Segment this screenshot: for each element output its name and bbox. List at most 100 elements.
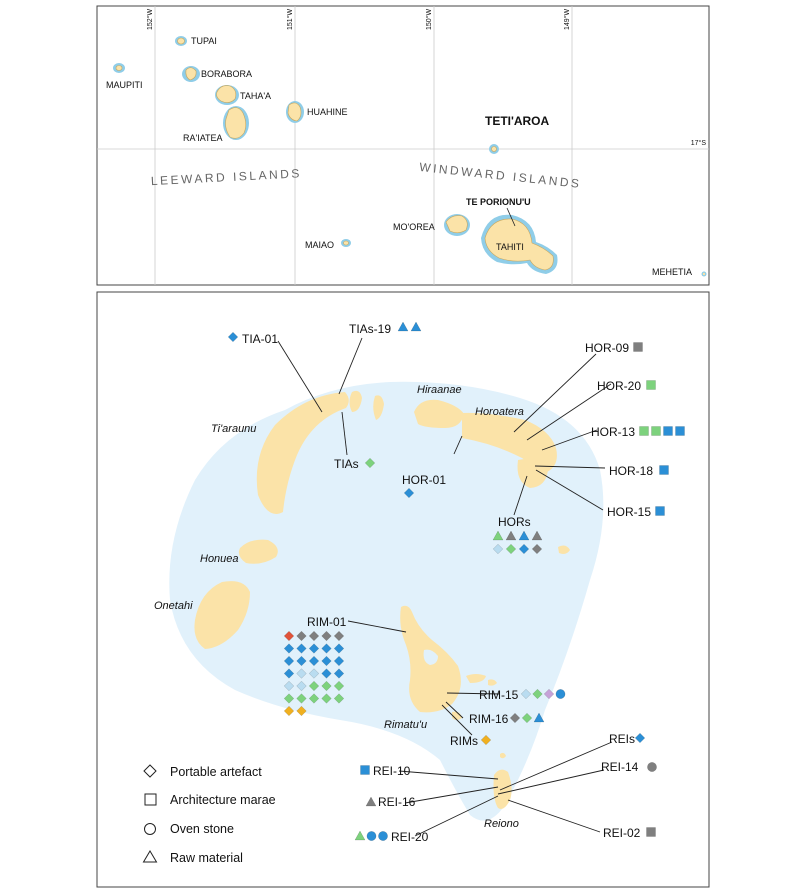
site-symbols-hor18 <box>659 465 669 475</box>
blue-diamond-icon <box>321 643 332 654</box>
leader-te-porionuu <box>506 207 516 227</box>
green-triangle-icon <box>354 830 366 841</box>
grey-square-icon <box>646 827 656 837</box>
label-raiatea: RA'IATEA <box>183 133 223 143</box>
site-symbols-rei16 <box>365 796 377 807</box>
site-label-hor-01: HOR-01 <box>402 473 446 487</box>
blue-diamond-icon <box>333 668 345 679</box>
light-blue-diamond-icon <box>296 680 307 692</box>
site-symbols-hor01 <box>403 487 415 499</box>
island-maiao <box>341 239 351 247</box>
green-diamond-icon <box>333 680 345 692</box>
green-diamond-icon <box>283 693 295 704</box>
purple-diamond-icon <box>543 688 555 700</box>
island-huahine <box>286 101 304 123</box>
label-mehetia: MEHETIA <box>652 267 692 277</box>
green-triangle-icon <box>492 530 504 541</box>
legend-diamond-icon <box>143 764 157 778</box>
lon-tick-149w: 149°W <box>563 9 571 30</box>
blue-diamond-icon <box>403 487 415 499</box>
blue-circle-icon <box>555 689 566 699</box>
green-diamond-icon <box>321 693 332 704</box>
green-diamond-icon <box>308 693 320 704</box>
grey-diamond-icon <box>509 712 521 724</box>
site-label-rim-16: RIM-16 <box>469 712 509 726</box>
motu-tiaraunu-islet-2 <box>373 395 384 420</box>
site-symbols <box>227 321 685 841</box>
green-diamond-icon <box>321 680 332 692</box>
blue-square-icon <box>655 506 665 516</box>
light-blue-diamond-icon <box>296 668 307 679</box>
motu-small-east <box>558 545 570 554</box>
site-symbols-tias <box>364 457 376 469</box>
site-symbols-rim01 <box>283 630 345 717</box>
place-reiono: Reiono <box>484 818 519 830</box>
label-maupiti: MAUPITI <box>106 80 143 90</box>
site-label-rims: RIMs <box>450 734 478 748</box>
motu-rim-islet-2 <box>488 679 497 686</box>
site-symbols-rei10 <box>360 765 370 775</box>
blue-triangle-icon <box>397 321 409 332</box>
legend-item-architecture-marae: Architecture marae <box>144 793 276 807</box>
site-labels: TIA-01 TIAs-19 TIAs HOR-01 HOR-09 HOR-20… <box>242 322 653 844</box>
lon-tick-150w: 150°W <box>425 9 433 30</box>
light-blue-diamond-icon <box>520 688 532 700</box>
blue-square-icon <box>360 765 370 775</box>
atoll-map: Ti'araunu Hiraanae Horoatera Honuea Onet… <box>96 291 710 888</box>
site-label-rei-14: REI-14 <box>601 760 639 774</box>
blue-square-icon <box>659 465 669 475</box>
orange-diamond-icon <box>296 705 307 717</box>
site-symbols-rims <box>480 734 492 746</box>
site-label-hor-13: HOR-13 <box>591 425 635 439</box>
overview-frame <box>96 5 710 286</box>
site-label-rei-20: REI-20 <box>391 830 429 844</box>
orange-diamond-icon <box>480 734 492 746</box>
blue-circle-icon <box>378 831 388 841</box>
grey-triangle-icon <box>365 796 377 807</box>
legend-item-oven-stone: Oven stone <box>144 822 234 836</box>
grey-diamond-icon <box>296 630 307 642</box>
green-diamond-icon <box>296 693 307 704</box>
green-diamond-icon <box>333 693 345 704</box>
grey-circle-icon <box>647 762 657 772</box>
grey-triangle-icon <box>505 530 517 541</box>
site-label-rei-10: REI-10 <box>373 764 411 778</box>
island-tupai <box>175 36 187 46</box>
site-symbols-rim16 <box>509 712 545 724</box>
blue-triangle-icon <box>410 321 422 332</box>
label-moorea: MO'OREA <box>393 222 435 232</box>
site-symbols-hor13 <box>639 426 685 436</box>
site-label-rim-01: RIM-01 <box>307 615 347 629</box>
site-symbols-hor20 <box>646 380 656 390</box>
grey-triangle-icon <box>531 530 543 541</box>
site-label-hor-15: HOR-15 <box>607 505 651 519</box>
legend-square-icon <box>144 793 157 806</box>
blue-diamond-icon <box>634 732 646 744</box>
legend-label-portable-artefact: Portable artefact <box>170 765 262 779</box>
place-horoatera: Horoatera <box>475 406 524 418</box>
blue-square-icon <box>675 426 685 436</box>
motu-tiaraunu-islet-1 <box>349 390 362 412</box>
label-tupai: TUPAI <box>191 36 217 46</box>
site-label-reis: REIs <box>609 732 635 746</box>
label-tetiaroa: TETI'AROA <box>485 114 550 128</box>
grey-diamond-icon <box>308 630 320 642</box>
green-square-icon <box>639 426 649 436</box>
site-label-tias: TIAs <box>334 457 359 471</box>
site-symbols-hor15 <box>655 506 665 516</box>
blue-diamond-icon <box>518 543 530 555</box>
site-symbols-hors <box>492 530 543 555</box>
light-blue-diamond-icon <box>492 543 504 555</box>
island-tahaa <box>215 85 239 105</box>
site-symbols-rim15 <box>520 688 566 700</box>
motu-honuea <box>238 539 278 564</box>
blue-diamond-icon <box>321 655 332 667</box>
lon-tick-151w: 151°W <box>286 9 294 30</box>
island-maupiti <box>113 63 125 73</box>
label-huahine: HUAHINE <box>307 107 348 117</box>
green-square-icon <box>646 380 656 390</box>
blue-diamond-icon <box>308 643 320 654</box>
blue-triangle-icon <box>518 530 530 541</box>
legend-item-portable-artefact: Portable artefact <box>143 764 262 779</box>
